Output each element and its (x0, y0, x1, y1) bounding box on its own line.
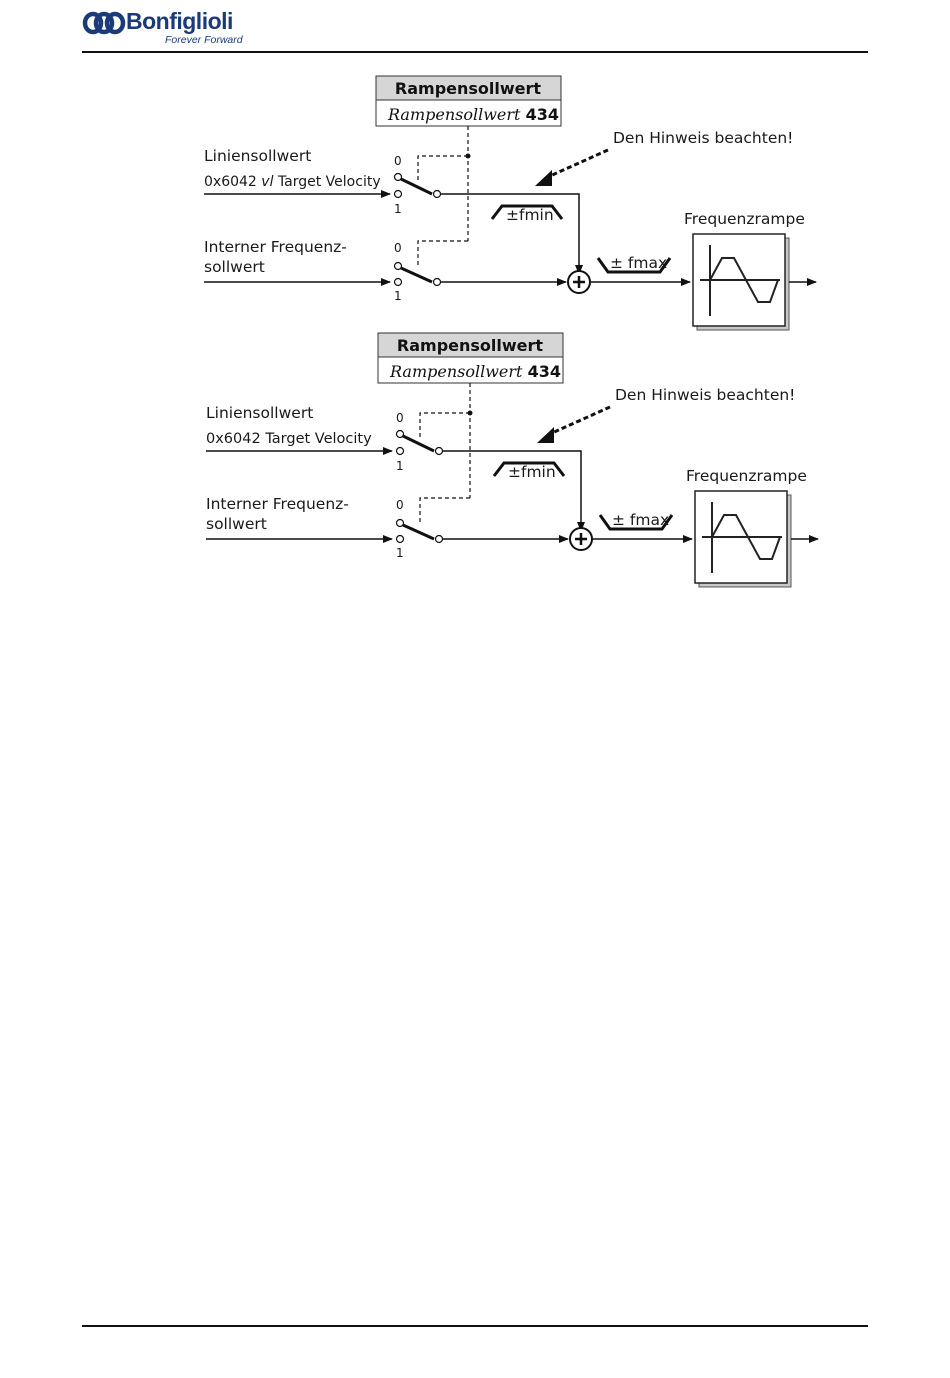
fmin-label: ±fmin (506, 206, 554, 224)
setpoint-diagram-2: Rampensollwert Rampensollwert 434 Den Hi… (190, 329, 830, 599)
input1-label: Liniensollwert (204, 147, 311, 165)
param-box-subtitle: Rampensollwert 434 (389, 362, 561, 381)
header-rule (82, 51, 868, 53)
fmin-limiter-icon (492, 461, 566, 477)
control-line (419, 383, 471, 524)
input1-object: 0x6042 vl Target Velocity (204, 174, 381, 190)
switch-2-lever (400, 266, 433, 284)
fmin-label: ±fmin (508, 463, 556, 481)
block-diagram: Rampensollwert Rampensollwert 434 Den Hi… (204, 75, 817, 331)
input2-label-line1: Interner Frequenz- (204, 238, 347, 256)
note-arrow-head-icon (535, 170, 552, 186)
switch-1-lever (402, 434, 435, 453)
fmax-limiter-icon (596, 257, 672, 274)
svg-text:0: 0 (396, 411, 404, 425)
input2-label-line2: sollwert (204, 258, 265, 276)
brand-tagline: Forever Forward (165, 34, 243, 46)
param-box: Rampensollwert Rampensollwert 434 (375, 75, 562, 127)
svg-text:1: 1 (394, 289, 402, 303)
svg-text:1: 1 (396, 459, 404, 473)
note-label: Den Hinweis beachten! (613, 129, 793, 147)
param-box-title: Rampensollwert (397, 336, 543, 355)
setpoint-diagram-1: Rampensollwert Rampensollwert 434 Den Hi… (190, 72, 830, 342)
svg-text:0: 0 (396, 498, 404, 512)
note-arrow-line (549, 148, 609, 178)
note-arrow-line (551, 405, 611, 435)
bonfiglioli-logo: Bonfiglioli Forever Forward (82, 8, 262, 48)
svg-text:0: 0 (394, 241, 402, 255)
switch-1-lever (400, 177, 433, 196)
ramp-label: Frequenzrampe (686, 467, 807, 485)
switch-2-lever (402, 523, 435, 541)
input2-label-line1: Interner Frequenz- (206, 495, 349, 513)
note-label: Den Hinweis beachten! (615, 386, 795, 404)
svg-text:1: 1 (396, 546, 404, 560)
param-box-title: Rampensollwert (395, 79, 541, 98)
ramp-curve-icon (702, 502, 782, 573)
svg-text:0: 0 (394, 154, 402, 168)
ramp-curve-icon (700, 245, 780, 316)
input1-object: 0x6042 Target Velocity (206, 431, 372, 447)
fmax-label: ± fmax (612, 511, 669, 529)
input1-label: Liniensollwert (206, 404, 313, 422)
brand-name: Bonfiglioli (126, 8, 233, 34)
param-box-subtitle: Rampensollwert 434 (387, 105, 559, 124)
ramp-label: Frequenzrampe (684, 210, 805, 228)
note-arrow-head-icon (537, 427, 554, 443)
fmax-label: ± fmax (610, 254, 667, 272)
fmax-limiter-icon (598, 514, 674, 531)
block-diagram: Rampensollwert Rampensollwert 434 Den Hi… (206, 332, 819, 588)
control-line (417, 126, 469, 267)
input2-label-line2: sollwert (206, 515, 267, 533)
logo-mark-icon (82, 11, 126, 35)
footer-rule (82, 1325, 868, 1327)
fmin-limiter-icon (490, 204, 564, 220)
param-box: Rampensollwert Rampensollwert 434 (377, 332, 564, 384)
svg-text:1: 1 (394, 202, 402, 216)
